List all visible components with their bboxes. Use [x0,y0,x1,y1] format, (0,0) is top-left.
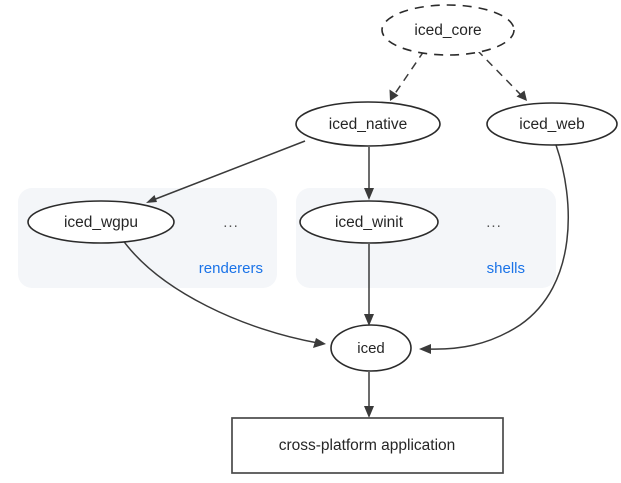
node-iced-core[interactable]: iced_core [381,4,515,56]
cluster-renderers-ellipsis: ... [223,214,239,231]
node-iced-winit-label: iced_winit [335,214,404,231]
node-cross-platform-application[interactable]: cross-platform application [231,417,504,474]
node-application-shape[interactable] [231,417,504,474]
arrowhead-icon [364,314,374,326]
edge-iced-native-to-iced-wgpu [146,140,306,203]
cluster-shells-ellipsis: ... [486,214,502,231]
edge-iced-wgpu-to-iced [121,238,326,348]
arrowhead-icon [389,89,399,101]
edge-iced-core-to-iced-web [476,49,527,101]
cluster-renderers-label: renderers [199,260,263,277]
node-iced-shape[interactable] [330,324,412,372]
node-iced-winit[interactable]: iced_winit [299,200,439,244]
arrowhead-icon [419,344,431,354]
node-iced-native-shape[interactable] [295,101,441,147]
node-iced-core-label: iced_core [414,22,481,39]
node-iced[interactable]: iced [330,324,412,372]
node-application-label: cross-platform application [279,437,456,454]
node-iced-web[interactable]: iced_web [486,102,618,146]
edge-iced-winit-to-iced [364,244,374,326]
arrowhead-icon [146,195,157,203]
node-iced-winit-shape[interactable] [299,200,439,244]
arrowhead-icon [364,188,374,200]
cluster-shells-label: shells [487,260,525,277]
arrowhead-icon [516,90,527,101]
arrowhead-icon [364,406,374,418]
node-iced-wgpu[interactable]: iced_wgpu [27,200,175,244]
node-iced-wgpu-shape[interactable] [27,200,175,244]
node-iced-core-shape[interactable] [381,4,515,56]
arrowhead-icon [313,338,326,348]
node-iced-native[interactable]: iced_native [295,101,441,147]
edge-iced-native-to-iced-winit [364,147,374,200]
edge-iced-web-to-iced [419,144,569,354]
node-iced-web-shape[interactable] [486,102,618,146]
edge-iced-core-to-iced-native [389,50,425,101]
node-iced-native-label: iced_native [329,116,407,133]
node-iced-label: iced [357,340,385,357]
edge-iced-to-application [364,372,374,418]
node-iced-wgpu-label: iced_wgpu [64,214,138,231]
node-iced-web-label: iced_web [519,116,585,133]
